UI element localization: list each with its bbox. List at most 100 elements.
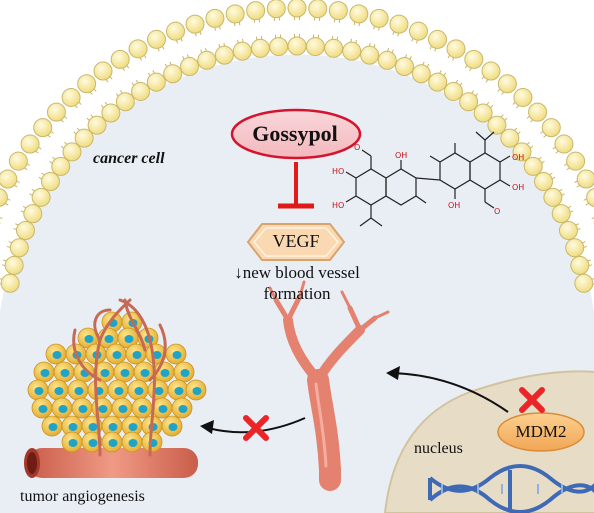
lipid-head bbox=[269, 37, 289, 57]
lipid-head bbox=[554, 134, 574, 154]
lipid-head bbox=[131, 81, 151, 101]
lipid-head bbox=[40, 172, 60, 192]
lipid-head bbox=[360, 45, 380, 65]
lipid-head bbox=[146, 72, 166, 92]
atom-label: HO bbox=[332, 201, 344, 210]
tumor-vessel-network bbox=[72, 298, 167, 457]
lipid-head bbox=[473, 103, 493, 123]
cross-icon-angiogenesis bbox=[243, 415, 269, 441]
lipid-head bbox=[305, 37, 325, 57]
lipid-head bbox=[20, 134, 40, 154]
lipid-head bbox=[115, 92, 135, 112]
lipid-head bbox=[324, 38, 344, 58]
lipid-head bbox=[565, 238, 585, 258]
tumor-cell-nucleus bbox=[34, 387, 44, 395]
lipid-head bbox=[464, 49, 484, 69]
atom-label: HO bbox=[332, 167, 344, 176]
lipid-head bbox=[214, 45, 234, 65]
lipid-head bbox=[0, 188, 8, 207]
tumor-cell-nucleus bbox=[88, 439, 98, 447]
tumor-cell-nucleus bbox=[134, 387, 144, 395]
tumor-cell-nucleus bbox=[48, 423, 58, 431]
lipid-head bbox=[74, 128, 94, 148]
atom-label: OH bbox=[395, 151, 407, 160]
tumor-vessel bbox=[24, 448, 198, 478]
tumor-cell-nucleus bbox=[112, 351, 122, 359]
lipid-head bbox=[500, 128, 520, 148]
lipid-head bbox=[481, 61, 501, 81]
lipid-head bbox=[128, 39, 148, 59]
atom-label: O bbox=[354, 143, 360, 152]
lipid-head bbox=[487, 115, 507, 135]
lipid-head bbox=[232, 41, 252, 61]
lipid-head bbox=[512, 142, 532, 162]
lipid-head bbox=[349, 4, 369, 24]
tumor-cell-nucleus bbox=[74, 387, 84, 395]
lipid-head bbox=[328, 1, 348, 21]
lipid-head bbox=[513, 87, 533, 107]
tumor-cell-nucleus bbox=[132, 351, 142, 359]
atom-label: OH bbox=[448, 201, 460, 210]
lipid-head bbox=[33, 118, 53, 138]
lipid-head bbox=[497, 74, 517, 94]
membrane-inner-heads bbox=[0, 36, 594, 293]
tumor-cell-nucleus bbox=[58, 405, 68, 413]
tumor-cell-nucleus bbox=[160, 369, 170, 377]
atom-label: OH bbox=[512, 183, 524, 192]
gossypol-structure bbox=[345, 131, 511, 227]
atom-label: OH bbox=[512, 153, 524, 162]
lipid-head bbox=[93, 61, 113, 81]
lipid-head bbox=[61, 87, 81, 107]
atom-label: O bbox=[494, 207, 500, 216]
lipid-head bbox=[4, 255, 24, 275]
tumor-cell-nucleus bbox=[192, 387, 202, 395]
lipid-head bbox=[287, 36, 307, 56]
lipid-head bbox=[8, 151, 28, 171]
tumor-cell-nucleus bbox=[78, 405, 88, 413]
tumor-cell-nucleus bbox=[154, 387, 164, 395]
tumor-cell-nucleus bbox=[178, 405, 188, 413]
tumor-cell-nucleus bbox=[60, 369, 70, 377]
tumor-cell-nucleus bbox=[100, 369, 110, 377]
tumor-cell-nucleus bbox=[98, 405, 108, 413]
tumor-cell-nucleus bbox=[40, 369, 50, 377]
dna-icon bbox=[428, 464, 594, 513]
lipid-head bbox=[185, 14, 205, 34]
tumor-cell-nucleus bbox=[158, 405, 168, 413]
vessel-branch bbox=[268, 280, 390, 491]
lipid-head bbox=[146, 29, 166, 49]
lipid-head bbox=[180, 57, 200, 77]
lipid-head bbox=[46, 102, 66, 122]
lipid-head bbox=[574, 273, 594, 293]
molecule-atoms: O OH HO HO OH OH OH O bbox=[332, 143, 524, 216]
lipid-head bbox=[31, 187, 51, 207]
nucleus-label: nucleus bbox=[414, 440, 463, 457]
target-label: VEGF bbox=[272, 231, 320, 251]
tumor-cell-nucleus bbox=[68, 423, 78, 431]
lipid-head bbox=[246, 1, 266, 21]
lipid-head bbox=[250, 38, 270, 58]
tumor-cell-nucleus bbox=[140, 369, 150, 377]
lipid-head bbox=[576, 169, 594, 189]
tumor-cell-nucleus bbox=[168, 423, 178, 431]
tumor-cell-nucleus bbox=[124, 335, 134, 343]
lipid-head bbox=[459, 92, 479, 112]
mdm2-oval bbox=[497, 412, 585, 452]
lipid-head bbox=[101, 103, 121, 123]
lipid-head bbox=[541, 118, 561, 138]
tumor-cell-nucleus bbox=[108, 439, 118, 447]
lipid-head bbox=[523, 156, 543, 176]
lipid-head bbox=[411, 64, 431, 84]
lipid-head bbox=[543, 187, 563, 207]
lipid-head bbox=[163, 64, 183, 84]
lipid-head bbox=[197, 50, 217, 70]
tumor-cell-nucleus bbox=[138, 405, 148, 413]
tumor-cell-nucleus bbox=[128, 423, 138, 431]
lipid-head bbox=[225, 4, 245, 24]
lipid-head bbox=[534, 172, 554, 192]
lipid-head bbox=[566, 151, 586, 171]
lipid-head bbox=[110, 49, 130, 69]
lipid-head bbox=[87, 115, 107, 135]
